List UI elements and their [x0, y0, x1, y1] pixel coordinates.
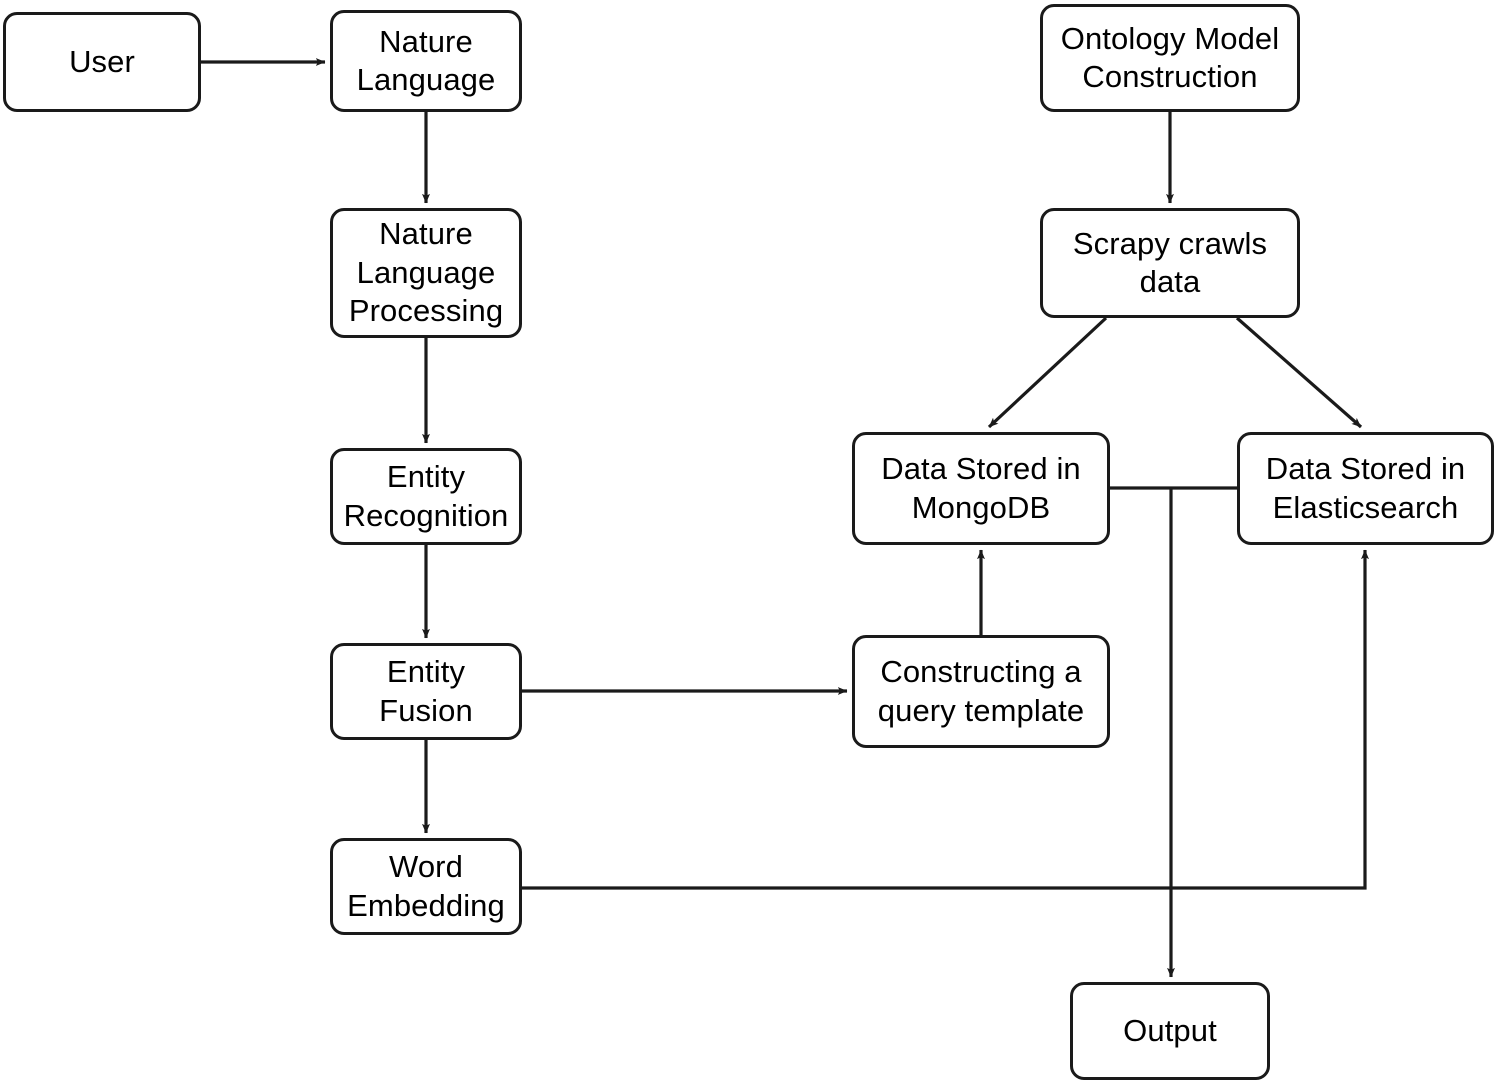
- node-data-stored-in-mongodb-label: Data Stored in MongoDB: [881, 451, 1081, 525]
- node-entity-fusion[interactable]: Entity Fusion: [330, 643, 522, 740]
- node-ontology-model-construction[interactable]: Ontology Model Construction: [1040, 4, 1300, 112]
- node-entity-fusion-label: Entity Fusion: [379, 654, 473, 728]
- node-nature-language[interactable]: Nature Language: [330, 10, 522, 112]
- node-nature-language-processing[interactable]: Nature Language Processing: [330, 208, 522, 338]
- node-data-stored-in-elasticsearch[interactable]: Data Stored in Elasticsearch: [1237, 432, 1494, 545]
- node-nature-language-processing-label: Nature Language Processing: [348, 216, 504, 329]
- node-nature-language-label: Nature Language: [356, 23, 496, 97]
- node-entity-recognition-label: Entity Recognition: [343, 459, 509, 533]
- node-scrapy-crawls-data-label: Scrapy crawls data: [1072, 225, 1268, 299]
- node-constructing-a-query-template-label: Constructing a query template: [877, 654, 1085, 728]
- node-user[interactable]: User: [3, 12, 201, 112]
- node-constructing-a-query-template[interactable]: Constructing a query template: [852, 635, 1110, 748]
- node-data-stored-in-elasticsearch-label: Data Stored in Elasticsearch: [1265, 451, 1466, 525]
- node-data-stored-in-mongodb[interactable]: Data Stored in MongoDB: [852, 432, 1110, 545]
- node-word-embedding[interactable]: Word Embedding: [330, 838, 522, 935]
- node-word-embedding-label: Word Embedding: [347, 849, 505, 923]
- node-output-label: Output: [1123, 1012, 1217, 1048]
- node-output[interactable]: Output: [1070, 982, 1270, 1080]
- node-entity-recognition[interactable]: Entity Recognition: [330, 448, 522, 545]
- node-scrapy-crawls-data[interactable]: Scrapy crawls data: [1040, 208, 1300, 318]
- node-ontology-model-construction-label: Ontology Model Construction: [1060, 20, 1280, 94]
- edge-scrapy-to-mongodb: [987, 316, 1108, 429]
- edge-scrapy-to-elasticsearch: [1235, 316, 1363, 429]
- node-user-label: User: [69, 43, 135, 79]
